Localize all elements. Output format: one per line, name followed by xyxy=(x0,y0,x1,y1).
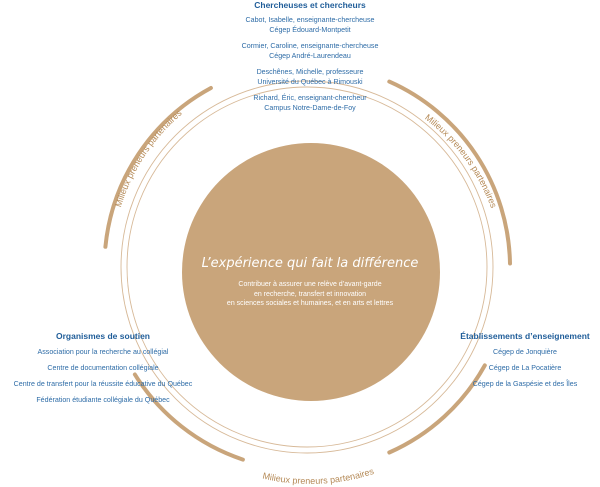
researcher-org: Campus Notre-Dame-de-Foy xyxy=(264,104,356,112)
center-disc xyxy=(182,143,440,401)
support-block: Organismes de soutien Association pour l… xyxy=(0,331,206,405)
center-line: en sciences sociales et humaines, et en … xyxy=(226,300,394,307)
researcher-entry: Cormier, Caroline, enseignante-chercheus… xyxy=(200,41,420,61)
researcher-name: Cormier, Caroline, enseignante-chercheus… xyxy=(241,42,379,50)
outer-arc-top-left xyxy=(103,86,213,249)
researcher-org: Cégep Édouard-Montpetit xyxy=(269,26,351,34)
arc-label-left: Milieux preneurs partenaires xyxy=(113,107,184,208)
arc-label-right: Milieux preneurs partenaires xyxy=(423,112,499,210)
researchers-heading: Chercheuses et chercheurs xyxy=(254,0,366,10)
institution-item: Cégep de La Pocatière xyxy=(488,364,562,372)
institution-item: Cégep de la Gaspésie et des Îles xyxy=(472,380,578,388)
center-line: en recherche, transfert et innovation xyxy=(253,290,367,298)
institution-item: Cégep de Jonquière xyxy=(493,348,557,356)
outer-arc-bottom-left xyxy=(132,372,245,462)
outer-arc-top-right xyxy=(387,79,512,266)
center-line: Contribuer à assurer une relève d’avant-… xyxy=(238,281,382,288)
researcher-name: Richard, Éric, enseignant-chercheur xyxy=(253,94,367,102)
center-description: Contribuer à assurer une relève d’avant-… xyxy=(195,280,425,309)
researcher-entry: Deschênes, Michelle, professeure Univers… xyxy=(200,67,420,87)
arc-label-bottom: Milieux preneurs partenaires xyxy=(262,466,376,486)
support-item: Centre de documentation collégiale xyxy=(47,364,159,372)
inner-ring-outer xyxy=(120,80,494,454)
support-item: Fédération étudiante collégiale du Québe… xyxy=(36,396,170,404)
center-title: L’expérience qui fait la différence xyxy=(201,256,419,271)
researcher-org: Cégep André-Laurendeau xyxy=(269,52,351,60)
inner-ring-inner xyxy=(126,86,488,448)
support-heading: Organismes de soutien xyxy=(56,331,150,341)
support-item: Centre de transfert pour la réussite édu… xyxy=(13,380,193,388)
support-item: Association pour la recherche au collégi… xyxy=(37,348,169,356)
researcher-entry: Richard, Éric, enseignant-chercheur Camp… xyxy=(200,93,420,113)
researcher-name: Cabot, Isabelle, enseignante-chercheuse xyxy=(245,16,375,24)
institutions-heading: Établissements d’enseignement xyxy=(460,331,590,341)
institutions-block: Établissements d’enseignement Cégep de J… xyxy=(450,331,600,389)
researcher-name: Deschênes, Michelle, professeure xyxy=(256,68,364,76)
researchers-block: Chercheuses et chercheurs Cabot, Isabell… xyxy=(200,0,420,113)
researcher-org: Université du Québec à Rimouski xyxy=(257,78,363,86)
outer-arc-bottom-right xyxy=(387,363,487,455)
researcher-entry: Cabot, Isabelle, enseignante-chercheuse … xyxy=(200,15,420,35)
